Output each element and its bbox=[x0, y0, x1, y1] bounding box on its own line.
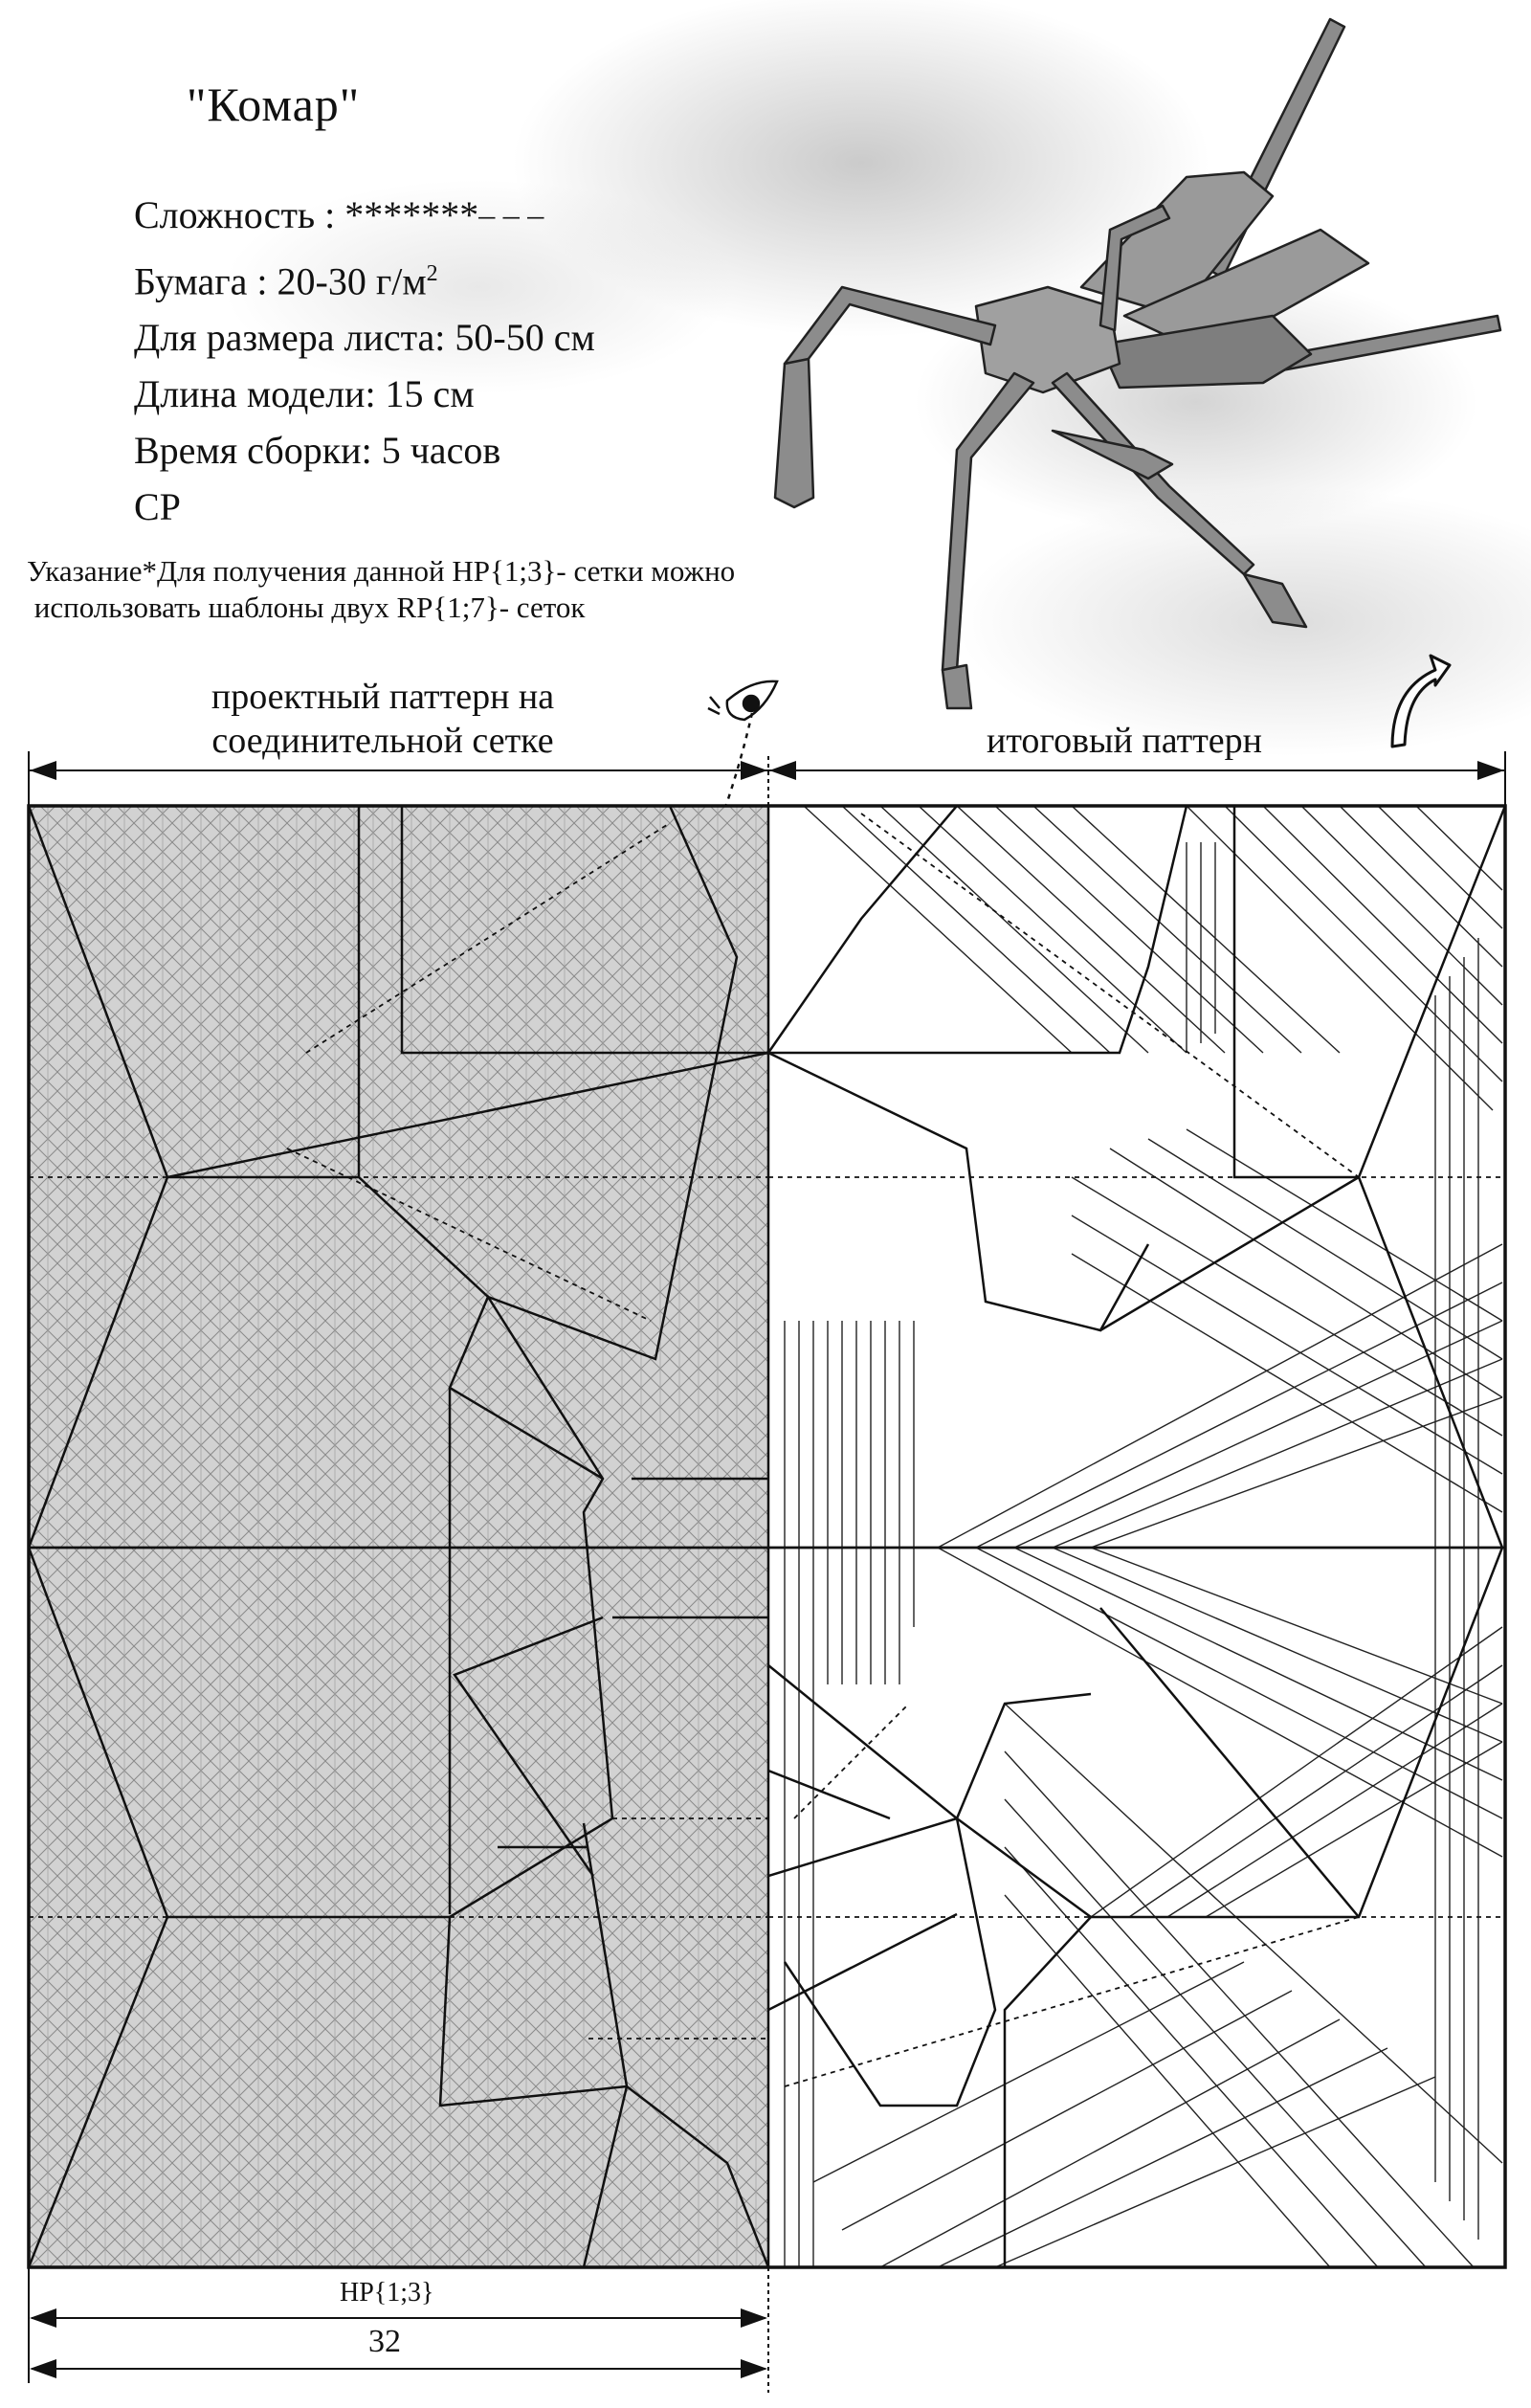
complexity-row: Сложность : *******_ _ _ bbox=[134, 187, 595, 246]
crease-pattern-frame bbox=[27, 804, 1507, 2269]
grid-type-label: HP{1;3} bbox=[340, 2278, 434, 2308]
model-length: Длина модели: 15 см bbox=[134, 372, 475, 416]
cp-label: CP bbox=[134, 485, 181, 529]
mosquito-model-illustration bbox=[773, 17, 1502, 710]
note-line-1: Указание*Для получения данной HP{1;3}- с… bbox=[27, 554, 736, 588]
final-valley-lines bbox=[768, 813, 1505, 2087]
right-header: итоговый паттерн bbox=[986, 721, 1263, 761]
paper-sup: 2 bbox=[426, 261, 438, 286]
grid-size-label: 32 bbox=[368, 2324, 401, 2359]
paper-row: Бумага : 20-30 г/м2 bbox=[134, 246, 595, 309]
leg-2 bbox=[941, 371, 1035, 672]
model-title: "Комар" bbox=[187, 78, 361, 131]
complexity-stars: ******* bbox=[344, 193, 479, 236]
final-pattern-background bbox=[768, 806, 1505, 2267]
left-header-line-1: проектный паттерн на bbox=[211, 677, 555, 717]
complexity-empty: _ _ _ bbox=[478, 187, 544, 222]
complexity-label: Сложность : bbox=[134, 193, 345, 236]
turn-over-arrow-icon bbox=[1390, 654, 1452, 748]
leg-4 bbox=[1098, 204, 1171, 332]
thorax bbox=[974, 285, 1121, 394]
paper-label: Бумага : 20-30 г/м bbox=[134, 259, 427, 303]
left-header-line-2: соединительной сетке bbox=[211, 721, 554, 761]
abdomen bbox=[1098, 314, 1313, 390]
sheet-size: Для размера листа: 50-50 см bbox=[134, 316, 595, 360]
design-valley-lines bbox=[29, 822, 768, 2040]
foot-4 bbox=[1051, 429, 1174, 480]
foot-1 bbox=[773, 357, 815, 509]
note-line-2: использовать шаблоны двух RP{1;7}- сеток bbox=[27, 591, 586, 624]
folding-time: Время сборки: 5 часов bbox=[134, 429, 501, 473]
model-info: Сложность : *******_ _ _ Бумага : 20-30 … bbox=[134, 187, 595, 535]
final-pleats bbox=[803, 806, 1503, 2267]
design-grid-background bbox=[29, 806, 768, 2267]
final-vertical-pleats bbox=[784, 842, 1479, 2267]
eye-icon bbox=[707, 680, 779, 722]
foot-3 bbox=[1242, 572, 1308, 629]
leg-1 bbox=[783, 285, 997, 373]
left-header: проектный паттерн на соединительной сетк… bbox=[153, 675, 612, 763]
note: Указание*Для получения данной HP{1;3}- с… bbox=[27, 553, 735, 626]
foot-2 bbox=[941, 663, 973, 710]
